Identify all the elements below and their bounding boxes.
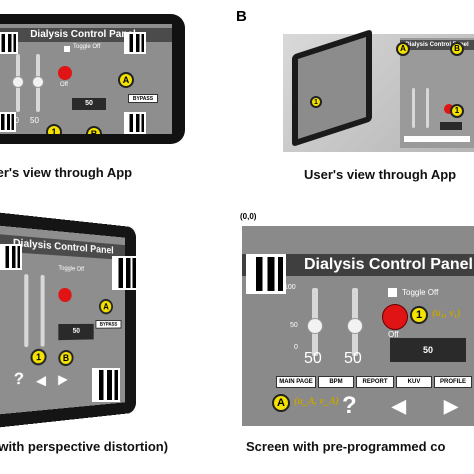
marker-a: A (99, 298, 113, 315)
marker-one: 1 (410, 306, 428, 324)
caption-c: (with perspective distortion) (0, 439, 169, 454)
toggle-label: Toggle Off (73, 44, 101, 50)
back-arrow-icon[interactable]: ◀ (36, 373, 46, 389)
slider-2-track[interactable] (40, 274, 45, 347)
slider-1-track[interactable] (412, 88, 415, 128)
marker-b: B (58, 349, 74, 367)
bypass-button[interactable]: BYPASS (95, 320, 122, 329)
help-icon[interactable]: ? (13, 370, 25, 389)
slider-2-knob[interactable] (32, 76, 44, 88)
panel-title: Dialysis Control Panel (242, 254, 474, 276)
tab-bpm[interactable]: BPM (318, 376, 354, 388)
tablet-screen-a: Dialysis Control Panel Toggle Off 50 50 … (0, 24, 172, 134)
forward-arrow-icon[interactable]: ▶ (58, 371, 68, 387)
toggle-label: Toggle Off (402, 288, 439, 297)
value-display: 50 (58, 323, 94, 341)
caption-d: Screen with pre-programmed co (246, 439, 446, 454)
off-label: Off (60, 82, 68, 88)
tab-main-page[interactable]: MAIN PAGE (276, 376, 316, 388)
tab-kuv[interactable]: KUV (396, 376, 432, 388)
fiducial-qr-d (246, 254, 286, 294)
fiducial-qr-tl-c (0, 244, 22, 270)
marker-one: 1 (30, 348, 47, 366)
fiducial-qr-tl-a (0, 32, 18, 54)
slider-2-knob[interactable] (347, 318, 363, 334)
panel-title: Dialysis Control Panel (0, 28, 172, 42)
slider-1-track[interactable] (24, 274, 29, 348)
marker-a-b: A (396, 42, 410, 56)
power-button[interactable] (58, 66, 72, 80)
axis-tick-0: 0 (294, 344, 298, 351)
help-icon[interactable]: ? (342, 392, 357, 419)
fiducial-qr-br-c (92, 368, 120, 402)
back-arrow-icon[interactable]: ◀ (392, 396, 406, 416)
slider-2-value: 50 (344, 350, 362, 367)
slider-1-knob[interactable] (307, 318, 323, 334)
slider-1-value: 50 (304, 350, 322, 367)
panel-letter-b: B (236, 8, 247, 25)
tab-profile[interactable]: PROFILE (434, 376, 472, 388)
slider-1-knob[interactable] (12, 76, 24, 88)
panel-title: Dialysis Control Panel (400, 40, 474, 50)
fiducial-qr-tr-c (112, 256, 138, 290)
marker-one-photo-b: 1 (310, 96, 322, 108)
fiducial-qr-bl-a (0, 112, 16, 132)
fiducial-qr-br-a (124, 112, 146, 134)
forward-arrow-icon[interactable]: ▶ (444, 396, 458, 416)
off-label: Off (388, 330, 399, 339)
coord-one-label: (u₁, v₁) (432, 308, 461, 319)
toggle-checkbox[interactable] (64, 46, 70, 52)
axis-tick-100: 100 (284, 284, 296, 291)
toggle-label: Toggle Off (58, 265, 84, 273)
overlay-screen-b: Dialysis Control Panel (400, 38, 474, 148)
marker-b-b: B (450, 42, 464, 56)
slider-2-track[interactable] (426, 88, 429, 128)
marker-a: A (272, 394, 290, 412)
marker-one: 1 (46, 124, 62, 134)
slider-2-value: 50 (30, 116, 39, 125)
reference-screen-d: Dialysis Control Panel 100 50 0 50 50 To… (242, 226, 474, 426)
power-button[interactable] (382, 304, 408, 330)
marker-b: B (86, 126, 102, 134)
axis-tick-50: 50 (290, 322, 298, 329)
caption-b: User's view through App (304, 167, 457, 182)
value-display (440, 122, 462, 130)
value-display: 50 (390, 338, 466, 362)
origin-label: (0,0) (240, 212, 257, 221)
marker-a: A (118, 72, 134, 88)
power-button[interactable] (58, 287, 72, 303)
tab-bar-b (404, 136, 470, 142)
fiducial-qr-tr-a (124, 32, 146, 54)
value-display: 50 (72, 98, 106, 110)
power-button[interactable] (444, 104, 454, 114)
toggle-checkbox[interactable] (388, 288, 397, 297)
marker-one-b: 1 (450, 104, 464, 118)
coord-a-label: (u_A, v_A) (294, 396, 339, 407)
tab-report[interactable]: REPORT (356, 376, 394, 388)
caption-a: User's view through App (0, 165, 133, 180)
bypass-button[interactable]: BYPASS (128, 94, 158, 103)
